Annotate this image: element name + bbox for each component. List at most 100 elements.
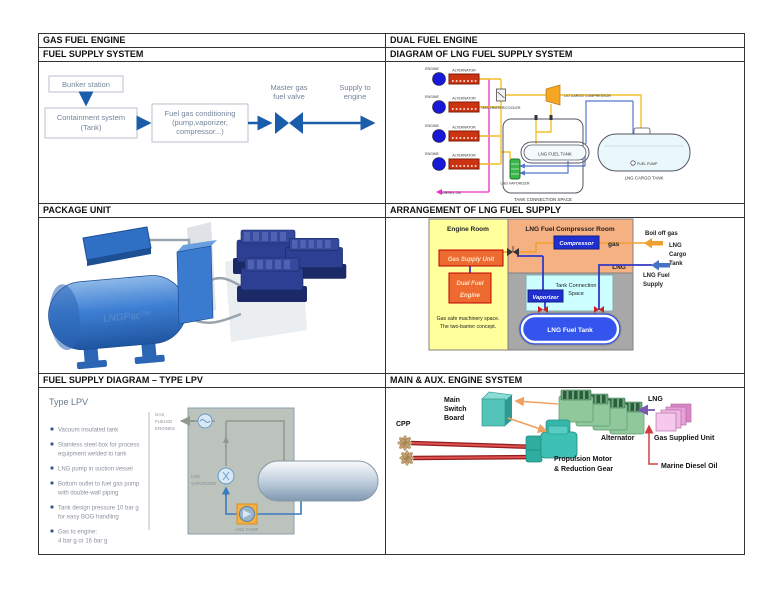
fuel-pump-label: FUEL PUMP bbox=[637, 162, 658, 166]
alternator-icon bbox=[448, 130, 480, 142]
fuel-supply-flow-diagram: Bunker station Containment system (Tank)… bbox=[44, 75, 376, 143]
header-arrangement-lng-fuel-supply: ARRANGEMENT OF LNG FUEL SUPPLY bbox=[385, 203, 745, 218]
bullet-2-line-2: equipment welded to tank bbox=[58, 452, 127, 458]
alternator-icon bbox=[448, 158, 480, 170]
bullet-dot bbox=[50, 529, 54, 533]
lng-label: LNG bbox=[612, 264, 626, 271]
dual-fuel-engine-box bbox=[448, 272, 492, 304]
engine-alternator-rows: ENGINE ALTERNATOR ENGINE ALTERNATOR ENGI… bbox=[425, 67, 480, 171]
propeller-icon bbox=[397, 435, 413, 451]
tank-valve-icon bbox=[594, 306, 604, 313]
package-unit-render: LNGPac™ bbox=[48, 222, 347, 370]
gas-safe-note-2: The two-barrier concept. bbox=[440, 324, 496, 330]
pump-glyph bbox=[243, 510, 251, 518]
top-equipment-box-side bbox=[87, 248, 151, 266]
cargo-tank-label-3: Tank bbox=[669, 261, 683, 267]
bullet-4-line-1: Bottom outlet to fuel gas pump bbox=[58, 482, 140, 488]
cargo-tank-label-2: Cargo bbox=[669, 252, 687, 258]
bullet-dot bbox=[50, 505, 54, 509]
engine-icon bbox=[432, 157, 446, 171]
header-fuel-supply-diagram-lpv: FUEL SUPPLY DIAGRAM – TYPE LPV bbox=[38, 373, 386, 388]
lngpac-watermark: LNGPac™ bbox=[103, 310, 152, 325]
dual-fuel-engine-label-1: Dual Fuel bbox=[456, 281, 483, 287]
process-cabinet bbox=[176, 245, 214, 325]
alternator-label: ALTERNATOR bbox=[452, 154, 476, 158]
header-fuel-supply-system: FUEL SUPPLY SYSTEM bbox=[38, 47, 386, 62]
msb-label-3: Board bbox=[444, 415, 464, 422]
bullet-dot bbox=[50, 466, 54, 470]
lng-pid-diagram: ENGINE ALTERNATOR ENGINE ALTERNATOR ENGI… bbox=[425, 67, 691, 202]
tank-endcap bbox=[49, 284, 80, 351]
supply-to-engine-label-2: engine bbox=[344, 92, 367, 101]
cell-lng-fuel-supply-diagram: ENGINE ALTERNATOR ENGINE ALTERNATOR ENGI… bbox=[385, 61, 745, 204]
alternator-label: ALTERNATOR bbox=[452, 97, 476, 101]
containment-system-box bbox=[44, 107, 138, 139]
gas-fueled-engines-label-3: ENGINES bbox=[155, 426, 175, 431]
suction-vessel-tank bbox=[257, 460, 379, 502]
master-gas-valve-label-2: fuel valve bbox=[273, 92, 305, 101]
engine-label: ENGINE bbox=[425, 124, 439, 128]
lng-cargo-tank-label: LNG CARGO TANK bbox=[625, 176, 664, 181]
tcs-label-2: Space bbox=[568, 291, 584, 297]
gas-supply-unit-label: Gas Supply Unit bbox=[448, 257, 495, 263]
diesel-arrowhead bbox=[436, 189, 442, 195]
vaporizer-label: Vaporizer bbox=[532, 295, 559, 301]
vaporizer-glyph bbox=[222, 471, 230, 481]
bullet-dot bbox=[50, 427, 54, 431]
lng-vaporizer-label: LNG VAPORIZER bbox=[501, 182, 530, 186]
lng-vaporizer-label-1: LNG bbox=[191, 474, 201, 479]
engine-icon bbox=[432, 100, 446, 114]
bullet-5-line-2: for easy BOG handling bbox=[58, 515, 119, 521]
gas-heater-detail bbox=[497, 91, 505, 99]
power-arrow-to-motor bbox=[507, 417, 548, 433]
conditioning-label-2: (pump,vaporizer, bbox=[172, 118, 228, 127]
cargo-compressor-icon bbox=[545, 84, 561, 106]
bullet-6-line-2: 4 bar g or 16 bar g bbox=[58, 539, 107, 545]
cargo-tank-label-1: LNG bbox=[669, 243, 682, 249]
lng-supply-arrow-icon bbox=[651, 260, 670, 271]
lng-piping bbox=[225, 494, 302, 515]
cell-arrangement: Engine Room LNG Fuel Compressor Room LNG… bbox=[385, 217, 745, 374]
main-aux-engine-diagram: CPP Main Switch Board Alternator LNG Gas… bbox=[396, 389, 717, 473]
lng-fuel-tank-jacket bbox=[520, 141, 590, 164]
tcs-valve-tick bbox=[534, 115, 538, 120]
lng-cargo-tank bbox=[597, 133, 691, 172]
alternator-icon bbox=[448, 73, 480, 85]
alternator-engines bbox=[558, 389, 645, 435]
cell-main-aux-engine: CPP Main Switch Board Alternator LNG Gas… bbox=[385, 387, 745, 555]
lng-fuel-tank-ring bbox=[520, 314, 620, 344]
valve-icon bbox=[289, 112, 303, 134]
alternator-label: Alternator bbox=[601, 435, 635, 442]
propulsion-label-2: & Reduction Gear bbox=[554, 466, 613, 473]
power-arrow-to-msb bbox=[514, 396, 559, 407]
gas-line bbox=[503, 242, 652, 253]
lng-arrowhead bbox=[519, 170, 525, 176]
genset bbox=[236, 257, 308, 303]
lng-pump-label: LNG PUMP bbox=[236, 527, 259, 532]
tank-valve-icon bbox=[538, 306, 548, 313]
engine-label: ENGINE bbox=[425, 152, 439, 156]
engine-label: ENGINE bbox=[425, 67, 439, 71]
lng-vaporizer-label-2: VAPORIZER bbox=[191, 481, 216, 486]
main-switch-board-icon bbox=[481, 391, 513, 427]
tank-foot bbox=[134, 354, 165, 365]
bullet-dot bbox=[50, 481, 54, 485]
master-gas-valve-label-1: Master gas bbox=[270, 83, 307, 92]
diesel-line bbox=[648, 428, 658, 465]
engine-icon bbox=[432, 129, 446, 143]
cell-package-unit: LNGPac™ bbox=[38, 217, 386, 374]
lng-label: LNG bbox=[648, 396, 663, 403]
header-main-aux-engine-system: MAIN & AUX. ENGINE SYSTEM bbox=[385, 373, 745, 388]
header-package-unit: PACKAGE UNIT bbox=[38, 203, 386, 218]
lng-tank-3d: LNGPac™ bbox=[48, 275, 187, 370]
tank-connection-space-label: TANK CONNECTION SPACE bbox=[514, 197, 572, 202]
supply-to-engine-label-1: Supply to bbox=[339, 83, 370, 92]
gas-fueled-engines-label-2: FUELED bbox=[155, 419, 172, 424]
header-gas-fuel-engine: GAS FUEL ENGINE bbox=[38, 33, 386, 48]
gas-safe-note-1: Gas safe machinery space. bbox=[437, 316, 500, 322]
lng-fuel-tank-label: LNG FUEL TANK bbox=[538, 152, 572, 157]
cargo-compressor-label: L/O CARGO COMPRESSOR bbox=[564, 94, 611, 98]
conditioning-label-1: Fuel gas conditioning bbox=[165, 109, 236, 118]
bullet-3: LNG pump in suction vessel bbox=[58, 467, 133, 473]
arrangement-diagram: Engine Room LNG Fuel Compressor Room LNG… bbox=[428, 218, 687, 351]
